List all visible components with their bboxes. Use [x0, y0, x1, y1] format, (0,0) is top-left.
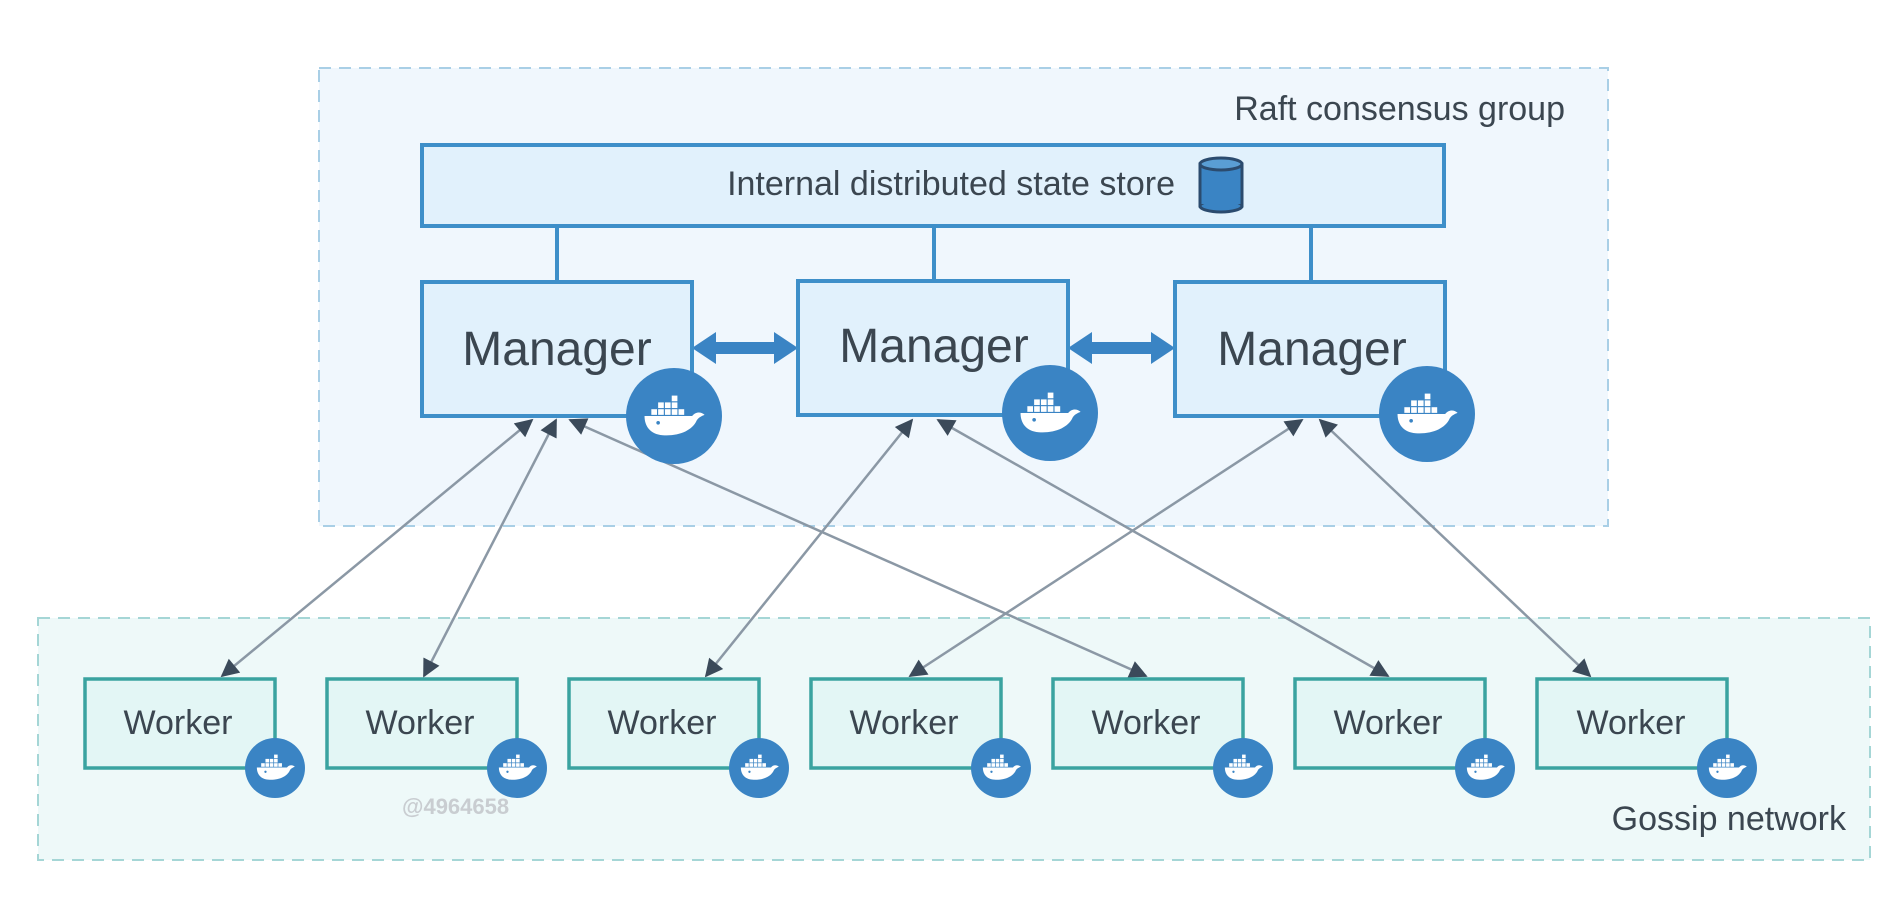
manager-label: Manager — [839, 320, 1028, 373]
arrow-manager1-worker2 — [422, 418, 558, 678]
worker-label: Worker — [850, 704, 959, 742]
manager-peer-arrow-2 — [1068, 332, 1175, 364]
worker-node-1: Worker — [83, 677, 305, 798]
store-connectors — [555, 226, 1313, 282]
worker-node-2: Worker — [325, 677, 547, 798]
database-icon — [1198, 156, 1244, 214]
worker-label: Worker — [1577, 704, 1686, 742]
watermark: @4964658 — [402, 794, 509, 819]
manager-node-1: Manager — [420, 280, 722, 464]
worker-node-4: Worker — [809, 677, 1031, 798]
worker-label: Worker — [1334, 704, 1443, 742]
manager-node-3: Manager — [1173, 280, 1475, 462]
worker-node-7: Worker — [1535, 677, 1757, 798]
state-store-label: Internal distributed state store — [727, 165, 1175, 203]
arrow-manager3-worker4 — [908, 418, 1304, 678]
state-store: Internal distributed state store — [420, 143, 1446, 228]
arrow-manager3-worker7 — [1318, 418, 1592, 678]
worker-node-3: Worker — [567, 677, 789, 798]
manager-node-2: Manager — [796, 279, 1098, 461]
arrow-manager2-worker3 — [704, 418, 914, 678]
worker-label: Worker — [608, 704, 717, 742]
manager-label: Manager — [462, 323, 651, 376]
worker-node-6: Worker — [1293, 677, 1515, 798]
manager-peer-arrow-1 — [692, 332, 798, 364]
worker-label: Worker — [366, 704, 475, 742]
worker-label: Worker — [124, 704, 233, 742]
worker-node-5: Worker — [1051, 677, 1273, 798]
manager-label: Manager — [1217, 323, 1406, 376]
gossip-network-label: Gossip network — [1612, 800, 1847, 838]
worker-label: Worker — [1092, 704, 1201, 742]
raft-group-label: Raft consensus group — [1234, 90, 1565, 128]
